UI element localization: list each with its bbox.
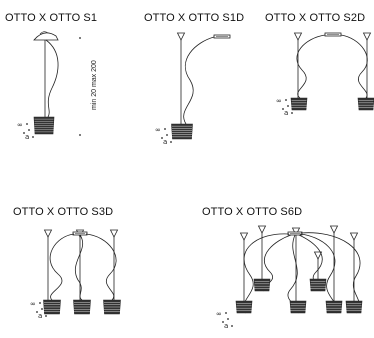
dot-marker bbox=[23, 132, 25, 134]
infinity-symbol: ∞ bbox=[216, 310, 222, 318]
dot-marker bbox=[32, 136, 34, 138]
dot-marker bbox=[26, 123, 28, 125]
diagram-s2d: ∞a bbox=[276, 32, 374, 117]
dot-marker bbox=[231, 325, 233, 327]
diagram-s6d: ∞a bbox=[216, 225, 363, 330]
ceiling-anchor-icon bbox=[313, 251, 323, 260]
infinity-symbol: ∞ bbox=[17, 121, 23, 129]
lamp-shade bbox=[73, 299, 91, 315]
dot-marker bbox=[36, 311, 38, 313]
ceiling-anchor-icon bbox=[349, 232, 359, 241]
lamp-shade bbox=[290, 97, 308, 111]
ceiling-anchor-icon bbox=[329, 225, 339, 234]
diagram-s1: ∞a bbox=[17, 31, 81, 141]
power-cable bbox=[340, 34, 368, 99]
dot-marker bbox=[225, 312, 227, 314]
dot-marker bbox=[285, 99, 287, 101]
lamp-shade-body bbox=[309, 278, 327, 292]
letter-marker: a bbox=[284, 109, 288, 117]
letter-marker: a bbox=[224, 322, 228, 330]
dot-marker bbox=[287, 105, 289, 107]
title-s2d: OTTO X OTTO S2D bbox=[265, 12, 366, 24]
ceiling-anchor-icon bbox=[257, 225, 267, 234]
dot-marker bbox=[222, 321, 224, 323]
title-s1: OTTO X OTTO S1 bbox=[5, 12, 98, 24]
lamp-shade-body bbox=[171, 123, 193, 140]
ceiling-anchor-icon bbox=[109, 229, 119, 238]
ceiling-rose bbox=[33, 32, 59, 41]
title-s1d: OTTO X OTTO S1D bbox=[144, 12, 245, 24]
diagram-s3d: ∞a bbox=[30, 229, 121, 320]
lamp-shade bbox=[309, 278, 327, 292]
lamp-shade-body bbox=[290, 97, 308, 111]
power-cable bbox=[296, 34, 326, 99]
dot-marker bbox=[39, 302, 41, 304]
dot-marker bbox=[164, 128, 166, 130]
lamp-shade bbox=[253, 278, 271, 292]
title-s3d: OTTO X OTTO S3D bbox=[13, 206, 114, 218]
power-cable bbox=[75, 234, 83, 301]
lamp-shade-body bbox=[235, 300, 253, 314]
power-cable bbox=[45, 39, 59, 118]
ceiling-anchor-icon bbox=[293, 32, 303, 41]
letter-marker: a bbox=[25, 133, 29, 141]
lamp-shade-body bbox=[345, 300, 363, 314]
dot-marker bbox=[166, 134, 168, 136]
lamp-shade-body bbox=[253, 278, 271, 292]
power-cable bbox=[183, 36, 215, 125]
dot-marker bbox=[28, 129, 30, 131]
lamp-shade bbox=[43, 299, 61, 315]
diagram-s1d: ∞a bbox=[155, 32, 231, 146]
dot-marker bbox=[282, 108, 284, 110]
lamp-shade bbox=[33, 116, 55, 135]
dot-marker bbox=[161, 137, 163, 139]
letter-marker: a bbox=[163, 138, 167, 146]
lamp-shade bbox=[345, 300, 363, 314]
ceiling-anchor-icon bbox=[291, 227, 301, 236]
dot-marker bbox=[170, 141, 172, 143]
dot-marker bbox=[291, 112, 293, 114]
ceiling-rose-detail bbox=[39, 31, 49, 35]
lamp-shade bbox=[289, 300, 307, 314]
title-s6d: OTTO X OTTO S6D bbox=[202, 206, 303, 218]
ceiling-anchor-icon bbox=[239, 232, 249, 241]
dot-marker bbox=[41, 308, 43, 310]
infinity-symbol: ∞ bbox=[276, 97, 282, 105]
lamp-shade-body bbox=[289, 300, 307, 314]
ceiling-anchor-icon bbox=[362, 32, 372, 41]
dot-marker bbox=[79, 134, 81, 136]
power-cable bbox=[85, 233, 117, 301]
lamp-shade-body bbox=[357, 97, 374, 111]
lamp-shade bbox=[235, 300, 253, 314]
ceiling-anchor-icon bbox=[176, 32, 186, 41]
lamp-shade-body bbox=[325, 300, 343, 314]
ceiling-anchor-icon bbox=[43, 229, 53, 238]
dot-marker bbox=[227, 318, 229, 320]
letter-marker: a bbox=[38, 312, 42, 320]
lamp-shade bbox=[357, 97, 374, 111]
dot-marker bbox=[79, 37, 81, 39]
height-range-label: min 20 max 200 bbox=[91, 60, 98, 110]
power-cable bbox=[49, 233, 75, 301]
dot-marker bbox=[45, 315, 47, 317]
infinity-symbol: ∞ bbox=[155, 126, 161, 134]
infinity-symbol: ∞ bbox=[30, 300, 36, 308]
lamp-shade bbox=[171, 123, 193, 140]
lamp-shade bbox=[325, 300, 343, 314]
lamp-shade bbox=[103, 299, 121, 315]
